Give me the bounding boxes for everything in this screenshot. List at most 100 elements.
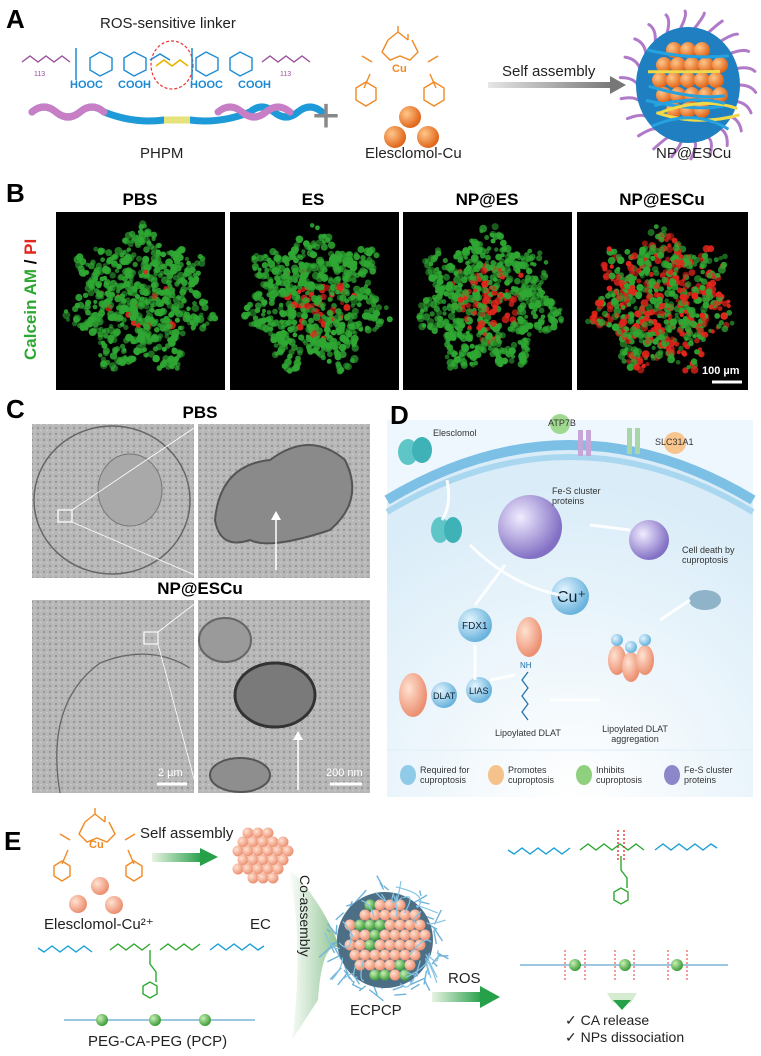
nh-label: NH (520, 661, 532, 670)
arrow-icon (488, 76, 626, 94)
panel-label-c: C (6, 394, 25, 424)
fluorescence-image-0 (56, 212, 225, 390)
chem-hooc: HOOC (70, 79, 103, 91)
legend-label: Fe-S cluster proteins (684, 765, 733, 785)
fluorescence-images (56, 212, 748, 390)
tem-image-np-escu-overview (32, 600, 194, 793)
legend-item: Inhibits cuproptosis (576, 765, 643, 785)
outcome-np-dissociation: ✓ NPs dissociation (565, 1029, 685, 1045)
column-header-np-es: NP@ES (456, 190, 519, 209)
arrow-icon (152, 848, 218, 866)
scale-bar-label: 100 µm (702, 365, 740, 377)
legend-item: Fe-S cluster proteins (664, 765, 733, 785)
column-header-pbs: PBS (123, 190, 158, 209)
legend-swatch (400, 765, 416, 785)
aggregation-label: Lipoylated DLAT aggregation (602, 724, 668, 744)
dead-cell-debris-icon (689, 590, 721, 610)
elesclomol-cu-nanoparticle (232, 827, 294, 884)
scale-bar-label: 2 µm (158, 767, 183, 779)
lias-label: LIAS (469, 686, 489, 696)
outcome-ca-release: ✓ CA release (565, 1012, 650, 1028)
fdx1-label: FDX1 (462, 621, 488, 632)
co-assembly-arrow-icon (288, 868, 340, 1040)
stain-axis-label: Calcein AM / PI (21, 239, 40, 360)
legend-swatch (488, 765, 504, 785)
dlat-aggregation-icon (608, 634, 654, 682)
column-header-np-escu: NP@ESCu (619, 190, 705, 209)
elesclomol-cu-label: Elesclomol-Cu²⁺ (44, 916, 154, 933)
legend-swatch (576, 765, 592, 785)
cleavage-sites (564, 950, 688, 980)
cell-membrane (384, 440, 756, 505)
fluorescence-image-1 (230, 212, 399, 390)
atp7b-label: ATP7B (548, 418, 576, 428)
fe-s-cluster-icon (498, 495, 562, 559)
pcp-label: PEG-CA-PEG (PCP) (88, 1033, 227, 1050)
cell-death-label: Cell death by cuproptosis (682, 545, 735, 565)
slc31a1-label: SLC31A1 (655, 437, 694, 447)
lias-icon (466, 677, 492, 703)
repeat-count: 113 (34, 71, 45, 78)
self-assembly-label: Self assembly (140, 825, 234, 842)
legend: Required for cuproptosis Promotes cupropt… (400, 765, 733, 785)
panel-b: B Calcein AM / PI PBS ES NP@ES NP@ESCu 1… (6, 178, 748, 390)
panel-label-d: D (390, 400, 409, 430)
panel-label-a: A (6, 4, 25, 34)
lipoylated-dlat-label: Lipoylated DLAT (495, 728, 561, 738)
arrow-icon (432, 986, 500, 1008)
chem-cooh: COOH (118, 79, 151, 91)
fdx1-icon (458, 608, 492, 642)
legend-label: Required for cuproptosis (420, 765, 470, 785)
panel-c: C PBS NP@ESCu 2 µm 200 nm (6, 394, 370, 794)
ecpcp-label: ECPCP (350, 1002, 402, 1019)
nanoparticle (384, 126, 406, 148)
np-escu-particle (618, 9, 758, 161)
ros-label: ROS (448, 970, 481, 987)
scale-bar-label: 200 nm (326, 767, 363, 779)
tem-label-pbs: PBS (183, 403, 218, 422)
legend-label: Promotes cuproptosis (508, 765, 555, 785)
linker-label: ROS-sensitive linker (100, 15, 236, 32)
panel-a: A ROS-sensitive linker 113 113 HOOC COOH… (6, 4, 758, 162)
slc31a1-icon (664, 432, 686, 454)
dlat-icon (431, 682, 457, 708)
fe-s-label: Fe-S cluster proteins (552, 486, 601, 506)
cleaved-polymer-structure (507, 830, 718, 905)
plus-sign: + (312, 90, 340, 143)
cu-ion-label: Cu⁺ (557, 589, 586, 606)
panel-d: Elesclomol ATP7B SLC31A1 Fe-S cluster pr… (384, 400, 756, 797)
column-header-es: ES (302, 190, 325, 209)
nanoparticle (399, 106, 421, 128)
cu-ion-icon (551, 577, 589, 615)
elesclomol-cu-structure (355, 26, 445, 107)
panel-label-e: E (4, 826, 21, 856)
atp7b-icon (550, 414, 570, 434)
fluorescence-image-3 (577, 212, 748, 390)
legend-item: Promotes cuproptosis (488, 765, 555, 785)
phpm-label: PHPM (140, 145, 183, 162)
panel-e: E Cu Self assembly Elesclomol-Cu²⁺ EC PE… (4, 808, 728, 1050)
legend-item: Required for cuproptosis (400, 765, 470, 785)
ec-label: EC (250, 916, 271, 933)
chem-hooc: HOOC (190, 79, 223, 91)
self-assembly-label: Self assembly (502, 63, 596, 80)
chem-cu: Cu (89, 839, 104, 851)
outcomes: ✓ CA release ✓ NPs dissociation (565, 1012, 684, 1046)
legend-swatch (664, 765, 680, 785)
co-assembly-label: Co-assembly (297, 875, 313, 957)
panel-label-b: B (6, 178, 25, 208)
elesclomol-cu-structure (53, 808, 143, 882)
fluorescence-image-2 (403, 212, 572, 390)
elesclomol-cu-label: Elesclomol-Cu (365, 145, 462, 162)
phpm-structure: 113 113 HOOC COOH HOOC COOH (21, 40, 311, 91)
elesclomol-label: Elesclomol (433, 428, 477, 438)
dlat-label: DLAT (433, 691, 456, 701)
tem-label-np-escu: NP@ESCu (157, 579, 243, 598)
chem-cu: Cu (392, 63, 407, 75)
legend-label: Inhibits cuproptosis (596, 765, 643, 785)
ecpcp-particle (318, 875, 449, 1002)
chem-cooh: COOH (238, 79, 271, 91)
down-arrow-icon (613, 1000, 631, 1010)
np-escu-label: NP@ESCu (656, 145, 731, 162)
